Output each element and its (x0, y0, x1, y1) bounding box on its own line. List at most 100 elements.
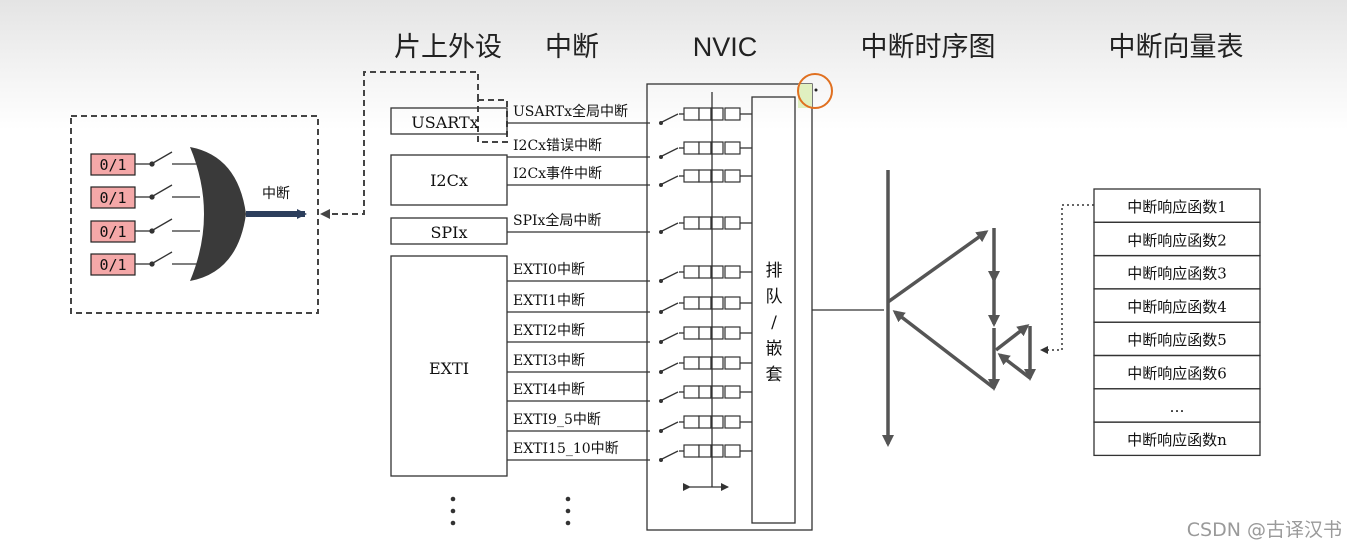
channel-cell (683, 107, 700, 121)
gate-switches (135, 151, 200, 267)
peripheral-spix-label: SPIx (430, 223, 467, 242)
channel-cell (710, 141, 724, 155)
interrupt-line-9: EXTI4中断 (507, 382, 752, 403)
interrupt-line-label: EXTI0中断 (513, 262, 585, 278)
channel-cell (683, 415, 700, 429)
channel-cell (698, 216, 712, 230)
gate-output-label: 中断 (262, 186, 290, 202)
peripheral-usartx-box (390, 107, 508, 135)
interrupt-line-label: EXTI4中断 (513, 382, 585, 398)
timing-branch-up (886, 230, 989, 304)
channel-cell (683, 385, 700, 399)
interrupt-line-1: USARTx全局中断 (507, 103, 752, 125)
channel-cell (683, 265, 700, 279)
channel-cell (683, 356, 700, 370)
interrupt-line-label: EXTI1中断 (513, 293, 585, 309)
channel-cell (724, 296, 741, 310)
header-nvic: NVIC (693, 32, 758, 62)
channel-cell (698, 107, 712, 121)
vector-table-row: 中断响应函数2 (1093, 221, 1261, 257)
channel-switch-lever (661, 450, 679, 460)
vector-table-entry: … (1170, 398, 1185, 416)
channel-cell (710, 444, 724, 458)
nvic-label-char-2: 队 (766, 287, 783, 307)
interrupt-line-5: EXTI0中断 (507, 262, 752, 283)
usart-highlight-box (477, 99, 508, 143)
vector-table-cell (1093, 421, 1261, 457)
interrupt-line-2: I2Cx错误中断 (507, 138, 752, 159)
vector-table-entry: 中断响应函数3 (1127, 265, 1227, 283)
channel-cell (710, 107, 724, 121)
vector-table-entry: 中断响应函数1 (1127, 198, 1227, 216)
channel-cell (683, 216, 700, 230)
interrupt-line-label: USARTx全局中断 (513, 103, 628, 120)
peripheral-exti-box (390, 255, 508, 477)
vector-table-entry: 中断响应函数n (1127, 431, 1227, 449)
interrupt-line-label: I2Cx事件中断 (513, 166, 602, 182)
nvic-priority-box (751, 96, 796, 524)
channel-switch-lever (661, 271, 679, 281)
channel-switch-lever (661, 175, 679, 185)
interrupt-line-label: EXTI3中断 (513, 353, 585, 369)
channel-cell (710, 296, 724, 310)
channel-cell (698, 356, 712, 370)
cursor-highlight-circle (797, 73, 833, 109)
interrupt-lines: USARTx全局中断I2Cx错误中断I2Cx事件中断SPIx全局中断EXTI0中… (507, 103, 752, 462)
channel-cell (724, 107, 741, 121)
nvic-label-char-3: / (771, 313, 777, 333)
channel-cell (683, 444, 700, 458)
channel-cell (724, 326, 741, 340)
vector-table-entry: 中断响应函数6 (1127, 365, 1227, 383)
channel-cell (698, 415, 712, 429)
channel-switch-lever (661, 222, 679, 232)
channel-cell (698, 296, 712, 310)
gate-input-label-4: 0/1 (99, 256, 126, 274)
header-timing: 中断时序图 (861, 32, 996, 62)
channel-cell (724, 141, 741, 155)
channel-cell (710, 216, 724, 230)
channel-cell (710, 265, 724, 279)
channel-switch-lever (661, 421, 679, 431)
interrupt-line-label: EXTI15_10中断 (513, 441, 619, 457)
channel-cell (683, 141, 700, 155)
timing-return-arrow (892, 310, 996, 390)
timing-diagram (882, 170, 1036, 447)
header-peripheral: 片上外设 (394, 32, 502, 62)
channel-switch-lever (661, 113, 679, 123)
channel-cell (724, 444, 741, 458)
peripheral-i2cx-box (390, 154, 508, 206)
channel-cell (710, 169, 724, 183)
or-gate-shape (190, 147, 246, 281)
vector-table-row: 中断响应函数4 (1093, 288, 1261, 323)
vector-table-row: 中断响应函数n (1093, 421, 1261, 457)
channel-cell (724, 385, 741, 399)
vector-table: 中断响应函数1 中断响应函数2 中断响应函数3 中断响应函数4 中断响应函数5 中断响应函… (1093, 188, 1261, 457)
vector-table-row: 中断响应函数3 (1093, 254, 1261, 290)
interrupt-line-label: I2Cx错误中断 (513, 138, 602, 154)
channel-cell (698, 326, 712, 340)
channel-switch-lever (661, 362, 679, 372)
header-interrupt: 中断 (545, 32, 599, 62)
channel-cell (710, 385, 724, 399)
peripheral-exti-label: EXTI (429, 359, 469, 378)
interrupt-line-7: EXTI2中断 (507, 323, 752, 344)
gate-input-label-2: 0/1 (99, 189, 126, 207)
channel-cell (698, 385, 712, 399)
channel-cell (698, 141, 712, 155)
vector-table-row: 中断响应函数6 (1093, 354, 1261, 390)
vector-table-entry: 中断响应函数5 (1127, 331, 1227, 349)
vector-table-entry: 中断响应函数2 (1127, 231, 1227, 249)
nvic-box (646, 83, 813, 531)
channel-cell (698, 265, 712, 279)
timing-nested-up (994, 324, 1030, 352)
timing-to-vector-connector (1040, 204, 1094, 354)
channel-cell (710, 326, 724, 340)
vector-table-entry: 中断响应函数4 (1127, 298, 1227, 316)
nvic-label-char-5: 套 (766, 365, 783, 385)
channel-cell (698, 444, 712, 458)
interrupt-line-3: I2Cx事件中断 (507, 166, 752, 187)
channel-cell (724, 265, 741, 279)
channel-switch-lever (661, 147, 679, 157)
